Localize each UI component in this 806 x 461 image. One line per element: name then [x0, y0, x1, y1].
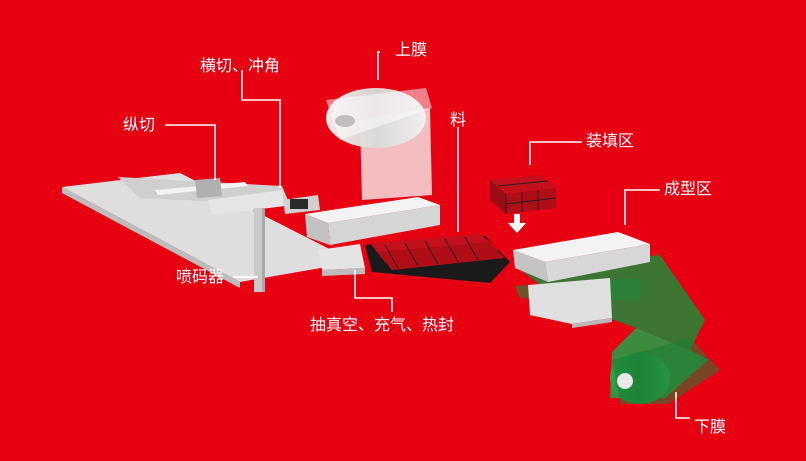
down-arrow-icon: [508, 214, 526, 233]
leader-forming-zone: [624, 189, 660, 225]
leader-filling-zone: [529, 141, 582, 165]
label-sealing-process: 抽真空、充气、热封: [310, 315, 455, 334]
leader-sealing: [354, 270, 393, 312]
label-longitudinal-cut: 纵切: [123, 115, 156, 134]
label-top-film: 上膜: [395, 40, 428, 59]
machine-base: [62, 173, 355, 292]
label-filling-zone: 装填区: [586, 131, 635, 150]
forming-station: [513, 232, 650, 328]
filling-cube: [490, 175, 557, 214]
leader-lines: [165, 51, 690, 419]
label-forming-zone: 成型区: [664, 179, 713, 198]
leader-cross-cut: [241, 70, 281, 188]
leader-bottom-film: [675, 392, 690, 419]
label-cross-cut: 横切、冲角: [200, 56, 281, 75]
label-bottom-film: 下膜: [694, 417, 727, 436]
bottom-film: [515, 255, 720, 404]
label-inkjet-printer: 喷码器: [176, 267, 225, 286]
leader-top-film: [377, 51, 380, 80]
leader-longitudinal-cut: [165, 124, 216, 180]
product-blocks: [365, 234, 510, 283]
top-film: [326, 88, 432, 200]
label-material: 料: [450, 110, 467, 129]
